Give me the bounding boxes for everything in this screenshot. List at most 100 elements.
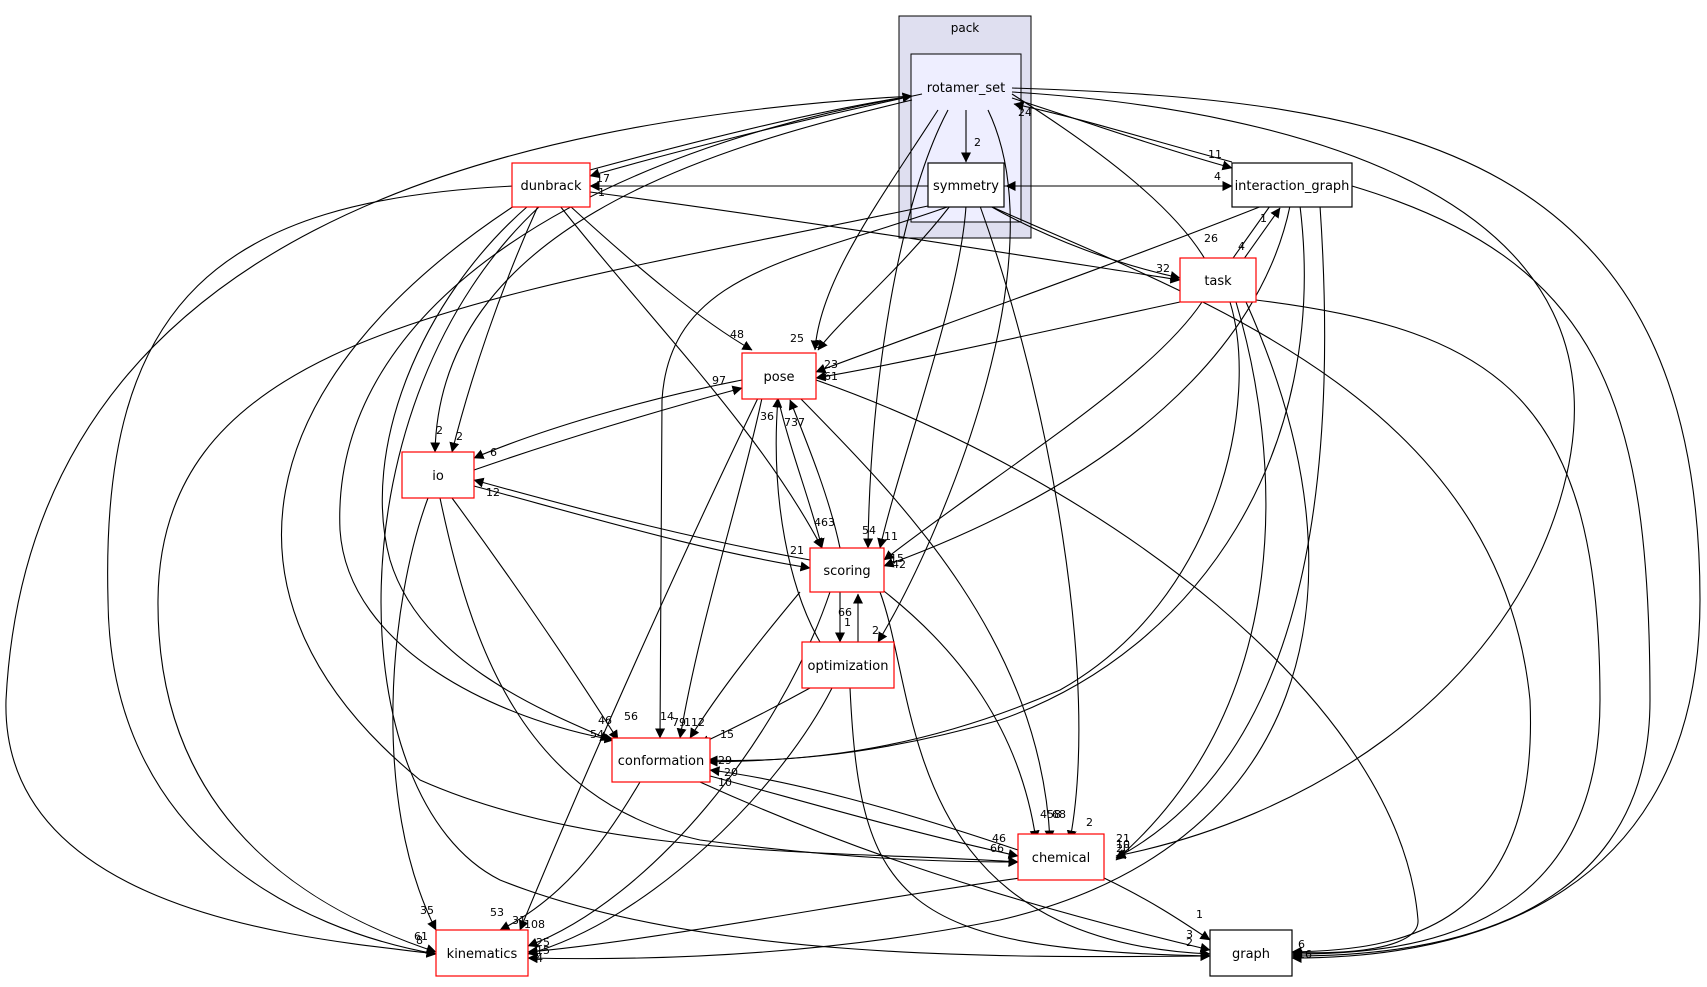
edge-pose-io <box>473 379 743 459</box>
edge-label: 4 <box>1214 170 1221 183</box>
edge-rotamer_set-graph <box>1011 87 1701 963</box>
edge-label: 53 <box>490 906 504 919</box>
edge-pose-kinematics <box>518 397 759 931</box>
edge-label: 66 <box>990 842 1004 855</box>
edge-optimization-kinematics <box>527 687 833 957</box>
node-symmetry-label: symmetry <box>933 179 999 194</box>
edge-task-chemical <box>1115 301 1267 861</box>
edge-label: 737 <box>784 416 805 429</box>
edge-label: 20 <box>1116 842 1130 855</box>
edge-label: 2 <box>456 430 463 443</box>
edge-label: 20 <box>724 766 738 779</box>
edge-label: 14 <box>660 710 674 723</box>
edge-label: 23 <box>824 358 838 371</box>
edge-label: 112 <box>684 716 705 729</box>
edge-label: 36 <box>760 410 774 423</box>
edge-label: 11 <box>884 530 898 543</box>
edge-label: 10 <box>1116 838 1130 851</box>
edge-io-conformation <box>451 497 619 741</box>
node-task[interactable]: task <box>1179 257 1257 303</box>
edge-label: 29 <box>718 754 732 767</box>
edge-interaction_graph-chemical <box>1115 205 1326 859</box>
edge-label: 26 <box>1204 232 1218 245</box>
edge-dunbrack-scoring <box>559 205 823 549</box>
edge-label: 15 <box>720 728 734 741</box>
edge-scoring-io <box>473 477 811 561</box>
node-dunbrack-label: dunbrack <box>521 179 582 194</box>
node-conformation[interactable]: conformation <box>611 737 711 783</box>
edge-task-pose <box>815 301 1181 382</box>
edge-symmetry-graph <box>989 205 1532 957</box>
edge-label: 15 <box>890 552 904 565</box>
edge-label: 10 <box>718 776 732 789</box>
node-chemical[interactable]: chemical <box>1017 833 1105 881</box>
edge-label: 3 <box>814 338 821 351</box>
edge-io-scoring <box>473 485 811 572</box>
edge-label: 11 <box>1208 148 1222 161</box>
edge-label: 2 <box>974 136 981 149</box>
node-io-label: io <box>432 469 444 484</box>
node-conformation-label: conformation <box>618 754 705 769</box>
edge-symmetry-kinematics <box>157 205 929 954</box>
node-task-label: task <box>1204 274 1232 289</box>
edge-optimization-pose <box>772 397 821 643</box>
edge-symmetry-conformation <box>655 205 951 739</box>
edge-label: 66 <box>838 606 852 619</box>
edge-symmetry-chemical <box>979 205 1080 841</box>
edge-label: 17 <box>596 172 610 185</box>
edge-rotamer_set-task <box>1011 93 1211 269</box>
node-scoring-label: scoring <box>823 564 870 579</box>
edge-optimization-conformation <box>699 687 811 745</box>
edge-task-scoring <box>883 301 1203 561</box>
edge-label: 2 <box>436 424 443 437</box>
edge-label: 31 <box>512 914 526 927</box>
edge-scoring-conformation <box>689 591 801 739</box>
node-dunbrack[interactable]: dunbrack <box>511 162 591 208</box>
edge-conformation-graph <box>699 781 1211 953</box>
edge-dunbrack-kinematics <box>107 185 515 958</box>
edge-rotamer_set-pose <box>810 109 939 351</box>
node-optimization[interactable]: optimization <box>801 641 895 689</box>
edge-pose-chemical <box>799 397 1055 841</box>
node-interaction-graph[interactable]: interaction_graph <box>1231 162 1353 208</box>
edge-interaction_graph-pose <box>815 205 1263 374</box>
edge-label: 1 <box>1196 908 1203 921</box>
node-graph-label: graph <box>1232 947 1270 962</box>
edge-dunbrack-io <box>449 205 539 453</box>
edge-rotamer_set-kinematics <box>5 95 913 958</box>
edge-label: 35 <box>420 904 434 917</box>
edge-interaction_graph-rotamer_set <box>1013 101 1233 163</box>
node-scoring[interactable]: scoring <box>809 547 885 593</box>
edge-rotamer_set-dunbrack <box>589 93 923 179</box>
edge-label: 1 <box>1260 212 1267 225</box>
edge-label: 54 <box>590 728 604 741</box>
edge-label: 79 <box>672 716 686 729</box>
edge-label: 108 <box>524 918 545 931</box>
edge-label: 56 <box>624 710 638 723</box>
edges <box>5 87 1701 964</box>
edge-io-kinematics <box>392 497 437 931</box>
cluster-pack-label: pack <box>951 21 980 35</box>
node-symmetry[interactable]: symmetry <box>927 162 1005 208</box>
node-pose-label: pose <box>764 370 795 385</box>
edge-scoring-chemical <box>879 587 1040 841</box>
edge-rotamer_set-interaction_graph <box>1011 97 1233 171</box>
edge-label: 8 <box>416 934 423 947</box>
edge-rotamer_set-io <box>430 99 913 453</box>
node-graph[interactable]: graph <box>1209 929 1293 977</box>
edge-dunbrack-rotamer_set <box>589 92 913 171</box>
node-io[interactable]: io <box>401 451 475 499</box>
edge-task-kinematics <box>527 301 1310 964</box>
edge-dunbrack-task <box>589 191 1181 284</box>
edge-io-pose <box>473 385 743 471</box>
edge-label: 15 <box>536 944 550 957</box>
node-pose[interactable]: pose <box>741 352 817 400</box>
edge-scoring-pose <box>788 399 841 549</box>
edge-task-graph <box>1255 299 1601 959</box>
edge-label: 6 <box>490 446 497 459</box>
node-kinematics[interactable]: kinematics <box>435 929 529 977</box>
node-rotamer-set[interactable]: rotamer_set <box>927 81 1005 96</box>
edge-label: 4 <box>1238 240 1245 253</box>
edge-label: 46 <box>992 832 1006 845</box>
edge-label: 2 <box>1086 816 1093 829</box>
